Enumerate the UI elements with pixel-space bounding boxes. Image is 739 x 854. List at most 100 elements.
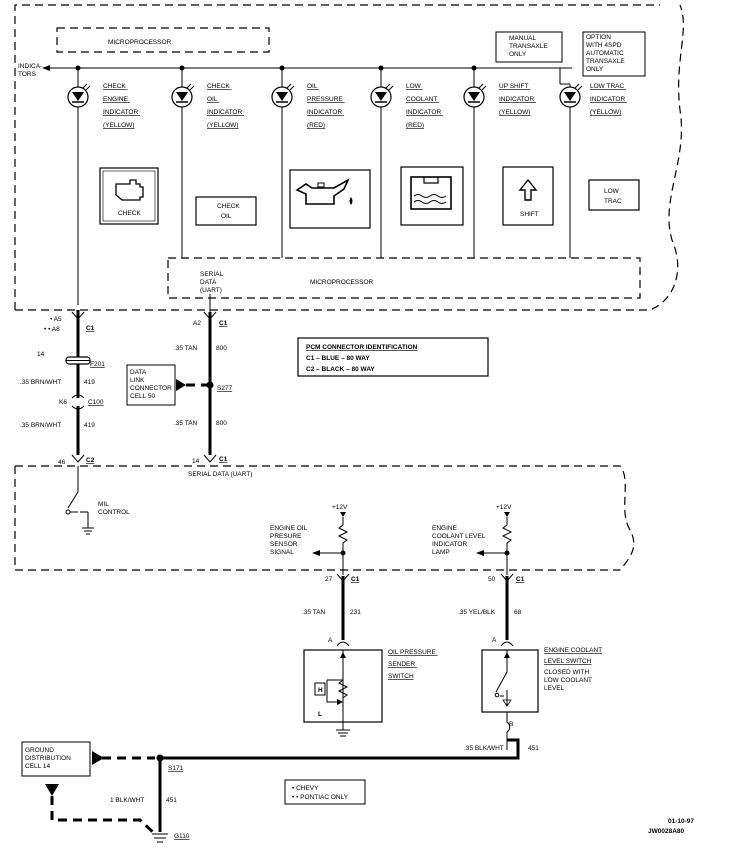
check-oil-indicator-label: CHECK OIL INDICATOR (YELLOW)	[207, 83, 244, 129]
circuit-68-label: 68	[514, 609, 522, 616]
check-oil-panel: CHECK OIL	[195, 196, 257, 226]
pin-a8-label: • • A8	[44, 326, 60, 333]
connector-c1-27	[336, 573, 350, 582]
pin-a5-label: • A5	[50, 316, 62, 323]
legend-box	[284, 779, 366, 805]
oil-pressure-indicator-label: OIL PRESSURE INDICATOR (RED)	[307, 83, 345, 129]
pin-50-label: 50	[488, 576, 496, 583]
ground-dist-down-arrow-icon	[45, 784, 59, 796]
oil-switch-h: H	[318, 687, 323, 694]
up-shift-panel-text: SHIFT	[520, 211, 539, 218]
coolant-pullup-resistor	[501, 517, 513, 575]
mil-control-label: MIL CONTROL	[98, 501, 130, 516]
up-arrow-icon	[518, 178, 538, 201]
pin-a2-label: A2	[193, 320, 201, 327]
sensor-wiring: 27 C1 .35 TAN 231 50 C1 .35 YEL/BLK 68 A…	[21, 573, 696, 843]
pcm-box-line2: C2 – BLACK – 80 WAY	[306, 366, 375, 373]
plus-12v-coolant-arrow-icon	[504, 512, 510, 517]
wire-brn-wht-a-label: .35 BRN/WHT	[20, 379, 61, 386]
mil-ground-icon	[82, 527, 94, 535]
engine-coolant-level-switch: A B	[481, 637, 539, 750]
data-link-connector-box	[126, 364, 176, 406]
oil-signal-arrow-icon	[312, 550, 320, 556]
plus-12v-oil-label: +12V	[332, 504, 348, 511]
check-engine-panel: CHECK	[99, 167, 159, 225]
coolant-switch-label: ENGINE COOLANT LEVEL SWITCH CLOSED WITH …	[544, 647, 604, 692]
g110-ground-icon	[152, 833, 168, 843]
oil-switch-term-a: A	[328, 637, 333, 644]
oil-pressure-lamp-icon	[271, 83, 295, 108]
circuit-451-label: 451	[528, 745, 539, 752]
oil-switch-l: L	[318, 711, 322, 718]
coolant-switch-term-a: A	[492, 637, 497, 644]
wire-tan-b-label: .35 TAN	[174, 420, 198, 427]
check-oil-lamp-icon	[171, 83, 195, 108]
connector-c1-a2	[203, 311, 217, 320]
low-coolant-lamp-icon	[370, 83, 394, 108]
s277-label: S277	[217, 385, 233, 392]
ground-distribution-box	[21, 741, 91, 777]
plus-12v-coolant-label: +12V	[496, 504, 512, 511]
circuit-419a-label: 419	[84, 379, 95, 386]
g110-label: G110	[174, 833, 190, 840]
up-shift-panel: SHIFT	[502, 166, 554, 226]
oil-pressure-panel	[289, 169, 371, 229]
oil-can-icon	[295, 178, 353, 205]
low-trac-panel-text: LOW TRAC	[604, 188, 622, 205]
pin-46-label: 46	[58, 459, 66, 466]
pcm-box-title: PCM CONNECTOR IDENTIFICATION	[306, 344, 418, 351]
up-shift-lamp-icon	[463, 83, 487, 108]
oil-sensor-signal-label: ENGINE OIL PRESURE SENSOR SIGNAL	[270, 525, 309, 556]
c1-left-label: C1	[86, 325, 95, 332]
option-4spd-note: OPTION WITH 4SPD AUTOMATIC TRANSAXLE ONL…	[586, 34, 626, 73]
up-shift-indicator-label: UP SHIFT INDICATOR (YELLOW)	[499, 83, 536, 116]
connector-c100	[71, 394, 85, 410]
connector-c1-50	[500, 573, 514, 582]
serial-data-top-label: SERIAL DATA (UART)	[200, 271, 225, 294]
fuse-f201-label: F201	[90, 361, 105, 368]
wire-1-blk-wht-label: 1 BLK/WHT	[110, 797, 144, 804]
wire-14-label: 14	[37, 351, 45, 358]
manual-transaxle-note: MANUAL TRANSAXLE ONLY	[509, 35, 549, 58]
coolant-lamp-label: ENGINE COOLANT LEVEL INDICATOR LAMP	[432, 525, 487, 556]
ground-distribution-label: GROUND DISTRIBUTION CELL 14	[25, 747, 73, 770]
data-link-connector-label: DATA LINK CONNECTOR CELL 50	[130, 369, 174, 400]
c1-14-label: C1	[219, 456, 228, 463]
coolant-switch-term-b: B	[509, 721, 513, 728]
splice-s171	[156, 754, 164, 762]
document-id: 01-10-97 JW0028A80	[648, 818, 696, 835]
k6-label: K6	[59, 399, 67, 406]
pcm-module: MIL CONTROL +12V ENGINE OIL PRESURE SENS…	[14, 465, 635, 575]
pcm-connector-id-box: PCM CONNECTOR IDENTIFICATION C1 – BLUE –…	[297, 337, 489, 377]
wire-blk-wht-451-label: .35 BLK/WHT	[464, 745, 504, 752]
s171-label: S171	[168, 765, 184, 772]
pcm-wiring: • A5 • • A8 C1 14 F201 .35 BRN/WHT 419 K…	[20, 310, 489, 478]
manual-transaxle-note-box	[495, 31, 563, 63]
circuit-451b-label: 451	[166, 797, 177, 804]
check-engine-panel-text: CHECK	[118, 210, 141, 217]
c1-50-label: C1	[516, 576, 525, 583]
circuit-800b-label: 800	[216, 420, 227, 427]
low-trac-panel: LOW TRAC	[588, 179, 640, 211]
low-coolant-panel	[400, 166, 464, 226]
dlc-arrow-icon	[176, 379, 186, 391]
coolant-lamp-arrow-icon	[476, 550, 484, 556]
splice-s277	[206, 381, 214, 389]
ground-dist-arrow-icon	[92, 751, 104, 765]
plus-12v-oil-arrow-icon	[340, 512, 346, 517]
circuit-231-label: 231	[350, 609, 361, 616]
oil-switch-ground-icon	[336, 729, 350, 737]
pin-27-label: 27	[325, 576, 333, 583]
circuit-419b-label: 419	[84, 422, 95, 429]
serial-data-bottom-label: SERIAL DATA (UART)	[188, 471, 252, 478]
indicators-arrow-icon	[42, 65, 50, 71]
pcm-box-line1: C1 – BLUE – 80 WAY	[306, 355, 370, 362]
low-trac-lamp-icon	[559, 83, 583, 108]
wire-tan-a-label: .35 TAN	[174, 345, 198, 352]
c100-label: C100	[88, 399, 104, 406]
oil-pressure-sender-switch: A H L	[303, 637, 383, 737]
pin-14-label: 14	[192, 458, 200, 465]
microprocessor-bottom-box	[167, 257, 641, 299]
check-engine-lamp-icon	[67, 83, 91, 108]
microprocessor-bottom-label: MICROPROCESSOR	[310, 279, 374, 286]
